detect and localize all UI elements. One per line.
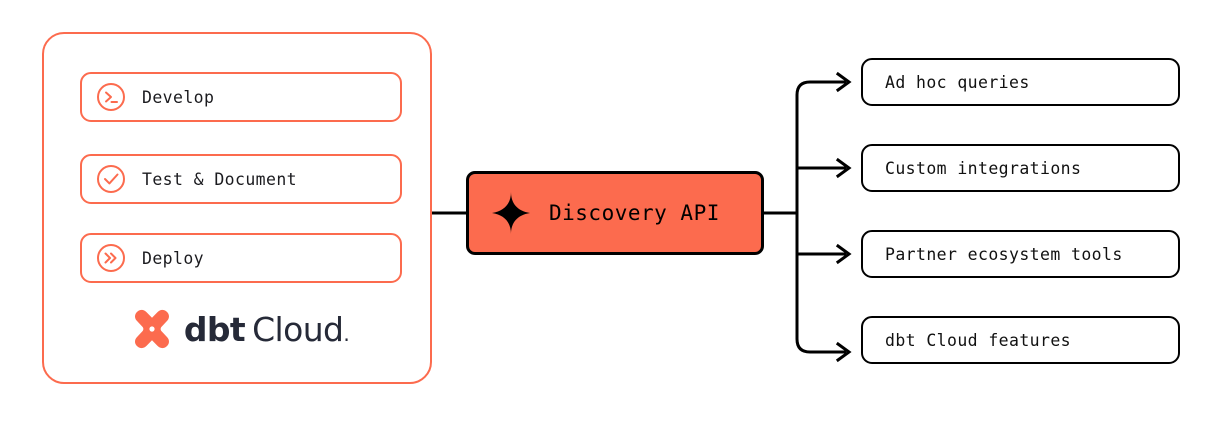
connector-branch-3 (795, 338, 846, 354)
double-chevron-right-icon (96, 243, 126, 273)
terminal-prompt-icon (96, 82, 126, 112)
stage-label: Deploy (142, 248, 205, 268)
arrow-right-icon (835, 243, 852, 265)
check-circle-icon (96, 164, 126, 194)
consumer-label: Partner ecosystem tools (885, 244, 1123, 264)
logo-trailing-dot: . (343, 321, 350, 346)
consumer-label: Ad hoc queries (885, 72, 1030, 92)
arrow-right-icon (835, 71, 852, 93)
connector-branch-0 (795, 80, 846, 96)
logo-word-cloud: Cloud (252, 309, 344, 349)
arrow-right-icon (835, 341, 852, 363)
discovery-api-label: Discovery API (549, 201, 720, 225)
dbt-cloud-panel: Develop Test & Document Deploy (42, 32, 432, 384)
consumer-box-dbt-cloud-features[interactable]: dbt Cloud features (861, 316, 1180, 364)
stage-item-test-and-document[interactable]: Test & Document (80, 154, 402, 204)
discovery-api-node[interactable]: Discovery API (466, 171, 764, 255)
stage-item-deploy[interactable]: Deploy (80, 233, 402, 283)
sparkle-star-icon (491, 191, 531, 235)
stage-label: Test & Document (142, 169, 298, 189)
stage-label: Develop (142, 87, 215, 107)
consumer-label: dbt Cloud features (885, 330, 1072, 350)
consumer-box-custom-integrations[interactable]: Custom integrations (861, 144, 1180, 192)
stage-item-develop[interactable]: Develop (80, 72, 402, 122)
logo-word-dbt: dbt (183, 309, 246, 349)
consumer-box-partner-ecosystem-tools[interactable]: Partner ecosystem tools (861, 230, 1180, 278)
consumer-box-ad-hoc-queries[interactable]: Ad hoc queries (861, 58, 1180, 106)
dbt-x-mark-icon (129, 306, 175, 352)
consumer-label: Custom integrations (885, 158, 1082, 178)
arrow-right-icon (835, 157, 852, 179)
